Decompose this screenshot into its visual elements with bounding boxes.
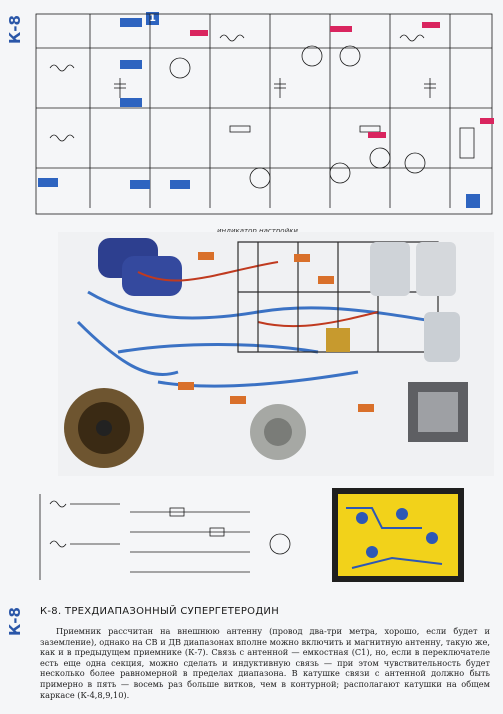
figure-1-number: 1 (146, 12, 159, 25)
circuit-schematic-1 (35, 13, 494, 215)
figure-caption: индикатор настройки (217, 227, 298, 235)
circuit-schematic-2 (39, 494, 291, 580)
assembly-photo (58, 232, 494, 476)
page-tag-top: К-8 (6, 15, 24, 44)
page-tag-bottom: К-8 (6, 607, 24, 636)
article-paragraph: Приемник рассчитан на внешнюю антенну (п… (40, 626, 490, 700)
pcb-layout (332, 488, 464, 582)
article-title: К-8. ТРЕХДИАПАЗОННЫЙ СУПЕРГЕТЕРОДИН (40, 606, 280, 617)
